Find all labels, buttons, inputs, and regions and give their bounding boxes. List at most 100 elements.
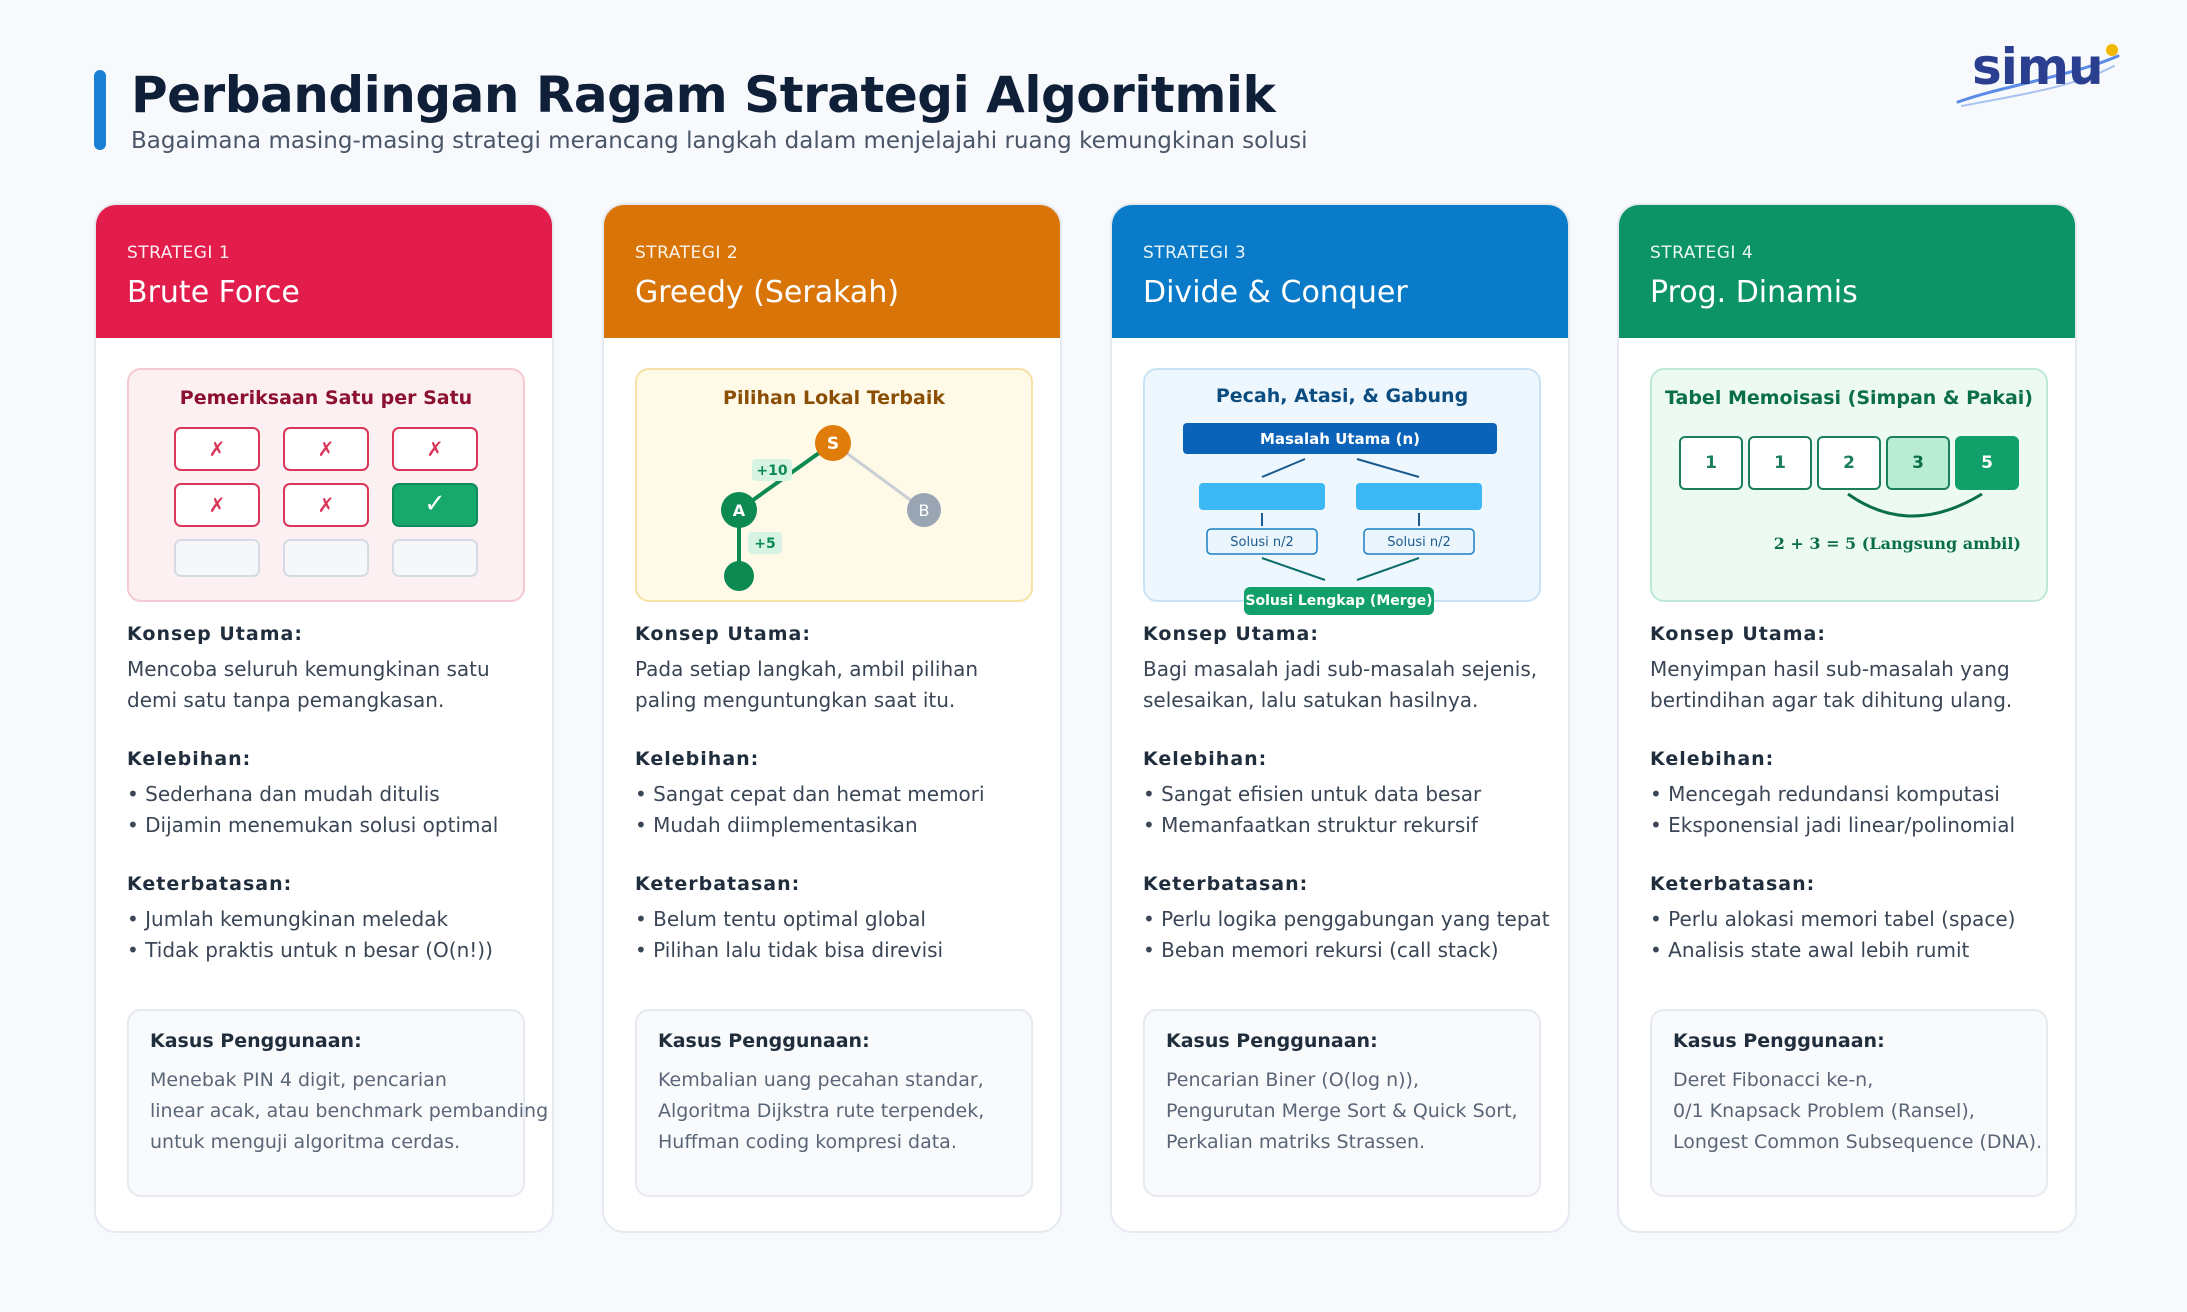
unchecked-cell (283, 539, 369, 577)
graph-node-b (907, 493, 941, 527)
usecase-title: Kasus Penggunaan: (150, 1030, 362, 1052)
concept-line: paling menguntungkan saat itu. (635, 688, 956, 712)
usecase-title: Kasus Penggunaan: (658, 1030, 870, 1052)
failed-attempt-cell: ✗ (283, 483, 369, 527)
pros-label: Kelebihan: (635, 748, 760, 770)
usecase-line: Pengurutan Merge Sort & Quick Sort, (1166, 1100, 1518, 1122)
usecase-line: Pencarian Biner (O(log n)), (1166, 1069, 1420, 1091)
graph-node-start (815, 425, 851, 461)
pros-item: • Sederhana dan mudah ditulis (127, 782, 440, 806)
usecase-line: Longest Common Subsequence (DNA). (1673, 1131, 2043, 1153)
usecase-box: Kasus Penggunaan: Kembalian uang pecahan… (635, 1009, 1033, 1197)
cons-item: • Perlu alokasi memori tabel (space) (1650, 907, 2016, 931)
subsolution-box (1363, 528, 1475, 555)
subproblem-box (1356, 483, 1482, 510)
cons-item: • Beban memori rekursi (call stack) (1143, 938, 1499, 962)
subsolution-label: Solusi n/2 (1230, 535, 1293, 550)
memo-table-cell: 3 (1886, 436, 1950, 490)
usecase-line: 0/1 Knapsack Problem (Ransel), (1673, 1100, 1975, 1122)
usecase-title: Kasus Penggunaan: (1673, 1030, 1885, 1052)
main-problem-label: Masalah Utama (n) (1260, 430, 1420, 448)
cons-label: Keterbatasan: (127, 873, 293, 895)
node-label: A (733, 501, 746, 520)
cons-item: • Belum tentu optimal global (635, 907, 926, 931)
x-mark-icon: ✗ (208, 493, 226, 517)
title-accent-bar (94, 70, 106, 150)
usecase-line: untuk menguji algoritma cerdas. (150, 1131, 461, 1153)
memo-table-cell: 1 (1748, 436, 1812, 490)
concept-line: demi satu tanpa pemangkasan. (127, 688, 445, 712)
usecase-line: Deret Fibonacci ke-n, (1673, 1069, 1874, 1091)
brute-force-illustration: Pemeriksaan Satu per Satu ✗ ✗ ✗ ✗ ✗ ✓ (127, 368, 525, 602)
card-header: STRATEGI 1 Brute Force (96, 205, 552, 338)
pros-item: • Eksponensial jadi linear/polinomial (1650, 813, 2016, 837)
pros-item: • Mencegah redundansi komputasi (1650, 782, 2000, 806)
usecase-line: Menebak PIN 4 digit, pencarian (150, 1069, 447, 1091)
merge-line (1356, 557, 1420, 581)
concept-text: Pada setiap langkah, ambil pilihan palin… (635, 654, 1035, 716)
pros-list: • Sangat cepat dan hemat memori • Mudah … (635, 779, 1035, 841)
cons-label: Keterbatasan: (1143, 873, 1309, 895)
card-header: STRATEGI 4 Prog. Dinamis (1619, 205, 2075, 338)
page-title: Perbandingan Ragam Strategi Algoritmik (131, 66, 1276, 124)
merge-solution-badge: Solusi Lengkap (Merge) (1244, 587, 1434, 615)
usecase-line: linear acak, atau benchmark pembanding (150, 1100, 549, 1122)
split-line (1261, 458, 1306, 478)
main-problem-box (1183, 423, 1497, 454)
cons-item: • Tidak praktis untuk n besar (O(n!)) (127, 938, 493, 962)
graph-node-end (724, 561, 754, 591)
usecase-line: Huffman coding kompresi data. (658, 1131, 957, 1153)
concept-line: bertindihan agar tak dihitung ulang. (1650, 688, 2013, 712)
divide-conquer-tree: Masalah Utama (n) Solusi n/2 Solusi n/2 (1183, 423, 1497, 581)
usecase-line: Kembalian uang pecahan standar, (658, 1069, 984, 1091)
gain-badge (748, 532, 782, 554)
cons-item: • Jumlah kemungkinan meledak (127, 907, 449, 931)
pros-item: • Dijamin menemukan solusi optimal (127, 813, 499, 837)
failed-attempt-cell: ✗ (283, 427, 369, 471)
memo-lookup-arc (1847, 492, 1983, 518)
subproblem-box (1199, 483, 1325, 510)
pros-list: • Mencegah redundansi komputasi • Ekspon… (1650, 779, 2050, 841)
gain-badge (752, 459, 792, 481)
concept-line: Pada setiap langkah, ambil pilihan (635, 657, 979, 681)
cons-list: • Perlu alokasi memori tabel (space) • A… (1650, 904, 2050, 966)
strategy-card-dynamic-programming: STRATEGI 4 Prog. Dinamis Tabel Memoisasi… (1617, 203, 2077, 1233)
check-mark-icon: ✓ (424, 489, 446, 519)
graph-node-a (721, 492, 757, 528)
x-mark-icon: ✗ (208, 437, 226, 461)
illustration-title: Pemeriksaan Satu per Satu (179, 387, 473, 409)
logo-swoosh-icon (1956, 44, 2120, 107)
split-line (1356, 458, 1420, 478)
merge-line (1261, 557, 1326, 581)
page-subtitle: Bagaimana masing-masing strategi meranca… (131, 128, 1308, 154)
cons-item: • Pilihan lalu tidak bisa direvisi (635, 938, 944, 962)
illustration-title: Pecah, Atasi, & Gabung (1215, 385, 1469, 407)
pros-list: • Sederhana dan mudah ditulis • Dijamin … (127, 779, 527, 841)
usecase-text: Pencarian Biner (O(log n)), Pengurutan M… (1166, 1065, 1518, 1158)
pros-item: • Sangat efisien untuk data besar (1143, 782, 1482, 806)
card-kicker: STRATEGI 2 (635, 243, 739, 263)
concept-line: Mencoba seluruh kemungkinan satu (127, 657, 490, 681)
concept-line: Bagi masalah jadi sub-masalah sejenis, (1143, 657, 1538, 681)
card-header: STRATEGI 2 Greedy (Serakah) (604, 205, 1060, 338)
card-title: Brute Force (127, 275, 300, 310)
usecase-box: Kasus Penggunaan: Deret Fibonacci ke-n, … (1650, 1009, 2048, 1197)
divide-conquer-illustration: Pecah, Atasi, & Gabung Masalah Utama (n)… (1143, 368, 1541, 602)
greedy-illustration: Pilihan Lokal Terbaik +10 +5 S B A (635, 368, 1033, 602)
pros-label: Kelebihan: (1650, 748, 1775, 770)
card-title: Divide & Conquer (1143, 275, 1408, 310)
cons-item: • Analisis state awal lebih rumit (1650, 938, 1970, 962)
usecase-box: Kasus Penggunaan: Menebak PIN 4 digit, p… (127, 1009, 548, 1197)
usecase-box: Kasus Penggunaan: Pencarian Biner (O(log… (1143, 1009, 1541, 1197)
concept-text: Bagi masalah jadi sub-masalah sejenis, s… (1143, 654, 1543, 716)
unchecked-cell (392, 539, 478, 577)
subsolution-box (1206, 528, 1318, 555)
usecase-text: Menebak PIN 4 digit, pencarian linear ac… (150, 1065, 548, 1158)
dp-illustration: Tabel Memoisasi (Simpan & Pakai) 1 1 2 3… (1650, 368, 2048, 602)
cons-list: • Jumlah kemungkinan meledak • Tidak pra… (127, 904, 527, 966)
failed-attempt-cell: ✗ (392, 427, 478, 471)
x-mark-icon: ✗ (317, 493, 335, 517)
success-cell: ✓ (392, 483, 478, 527)
gain-label: +5 (754, 536, 775, 552)
pros-item: • Sangat cepat dan hemat memori (635, 782, 985, 806)
